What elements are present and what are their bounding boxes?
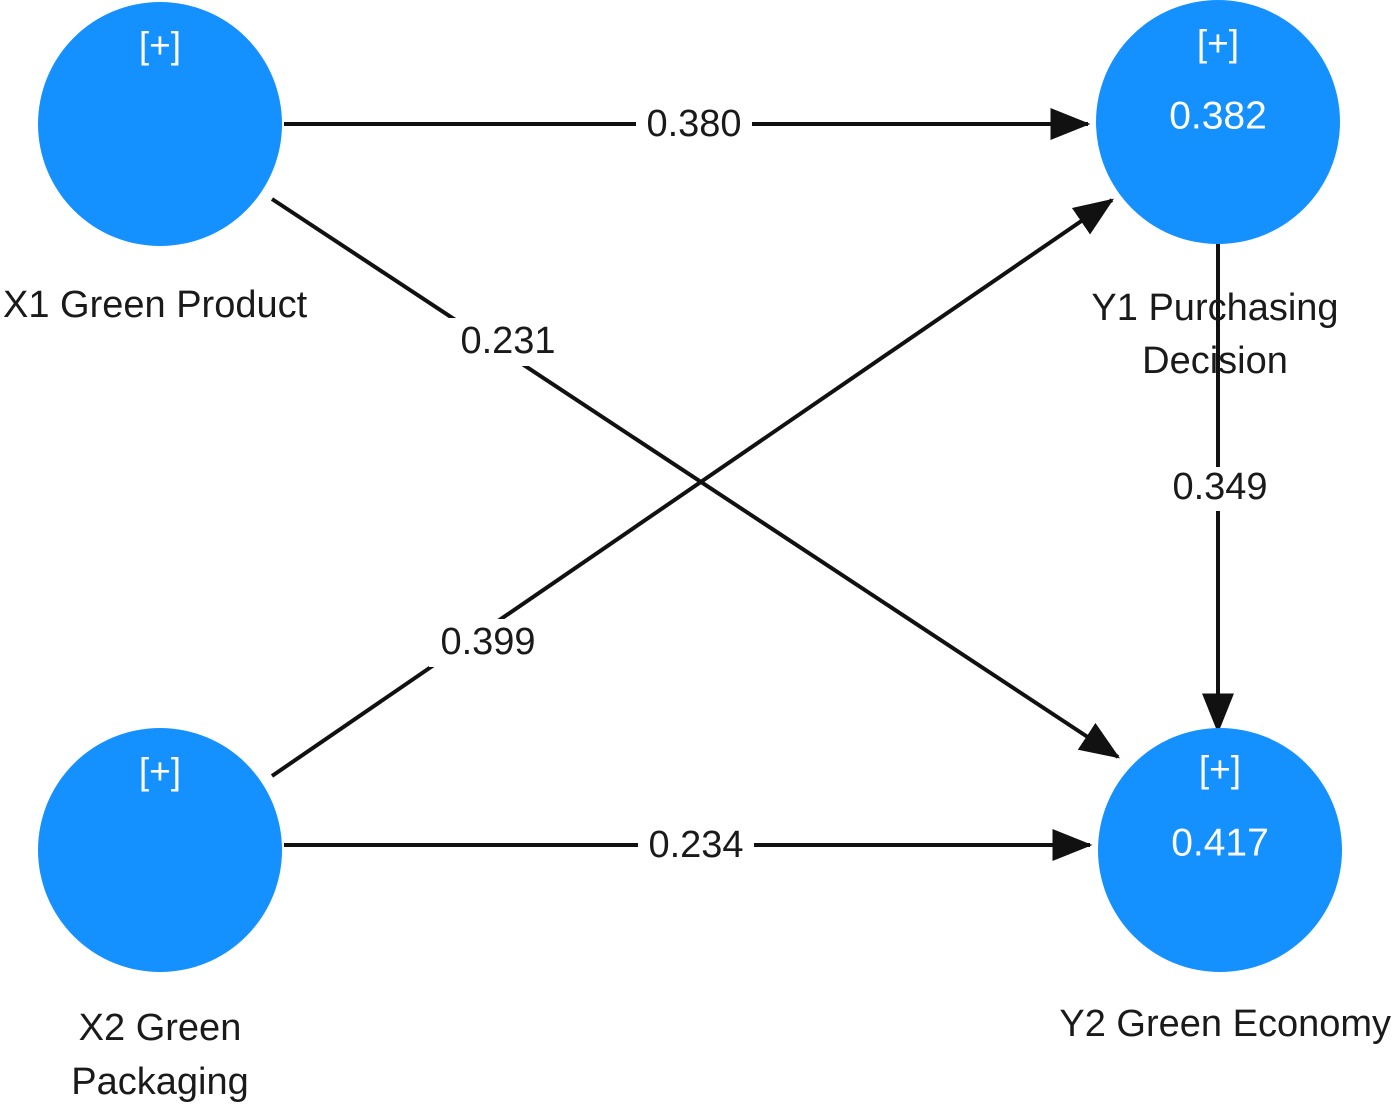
edge-coefficient-x2-y1: 0.399 [440, 621, 535, 663]
edge-coefficient-x1-y1: 0.380 [646, 103, 741, 145]
node-circle-x2[interactable] [38, 728, 282, 972]
node-x1-green-product[interactable]: [+] [38, 2, 282, 246]
node-plus-tag-x1: [+] [139, 25, 181, 66]
node-x2-green-packaging[interactable]: [+] [38, 728, 282, 972]
node-plus-tag-y2: [+] [1199, 749, 1241, 790]
node-label-y1-line2: Decision [1142, 340, 1288, 382]
edge-label-backing-x1-y1 [636, 101, 752, 147]
node-plus-tag-x2: [+] [139, 751, 181, 792]
edge-x2-y1[interactable]: 0.399 [270, 198, 1114, 778]
node-r2-y2: 0.417 [1171, 821, 1269, 864]
node-circle-x1[interactable] [38, 2, 282, 246]
node-y1-purchasing-decision[interactable]: [+] 0.382 [1096, 0, 1340, 244]
edge-label-backing-x2-y1 [429, 619, 547, 667]
node-label-x2-line2: Packaging [71, 1061, 248, 1103]
edge-line-x1-y2 [270, 197, 1121, 759]
edge-x1-y1[interactable]: 0.380 [284, 101, 1091, 147]
node-label-x1: X1 Green Product [3, 284, 308, 326]
edge-label-backing-x1-y2 [449, 318, 567, 366]
node-y2-green-economy[interactable]: [+] 0.417 [1098, 728, 1342, 972]
edge-x1-y2[interactable]: 0.231 [270, 197, 1121, 759]
edge-coefficient-x2-y2: 0.234 [648, 824, 743, 866]
node-plus-tag-y1: [+] [1197, 23, 1239, 64]
node-circle-y1[interactable] [1096, 0, 1340, 244]
node-label-y1-line1: Y1 Purchasing [1091, 287, 1338, 329]
edge-coefficient-x1-y2: 0.231 [460, 320, 555, 362]
edge-y1-y2[interactable]: 0.349 [1164, 244, 1276, 734]
edge-x2-y2[interactable]: 0.234 [284, 822, 1093, 868]
node-circle-y2[interactable] [1098, 728, 1342, 972]
node-r2-y1: 0.382 [1169, 94, 1267, 137]
edge-label-backing-y1-y2 [1164, 467, 1276, 511]
node-label-x2-line1: X2 Green [79, 1007, 242, 1049]
edge-line-x2-y1 [270, 198, 1114, 778]
edge-coefficient-y1-y2: 0.349 [1172, 466, 1267, 508]
edge-label-backing-x2-y2 [638, 822, 754, 868]
node-label-y2: Y2 Green Economy [1059, 1003, 1391, 1045]
